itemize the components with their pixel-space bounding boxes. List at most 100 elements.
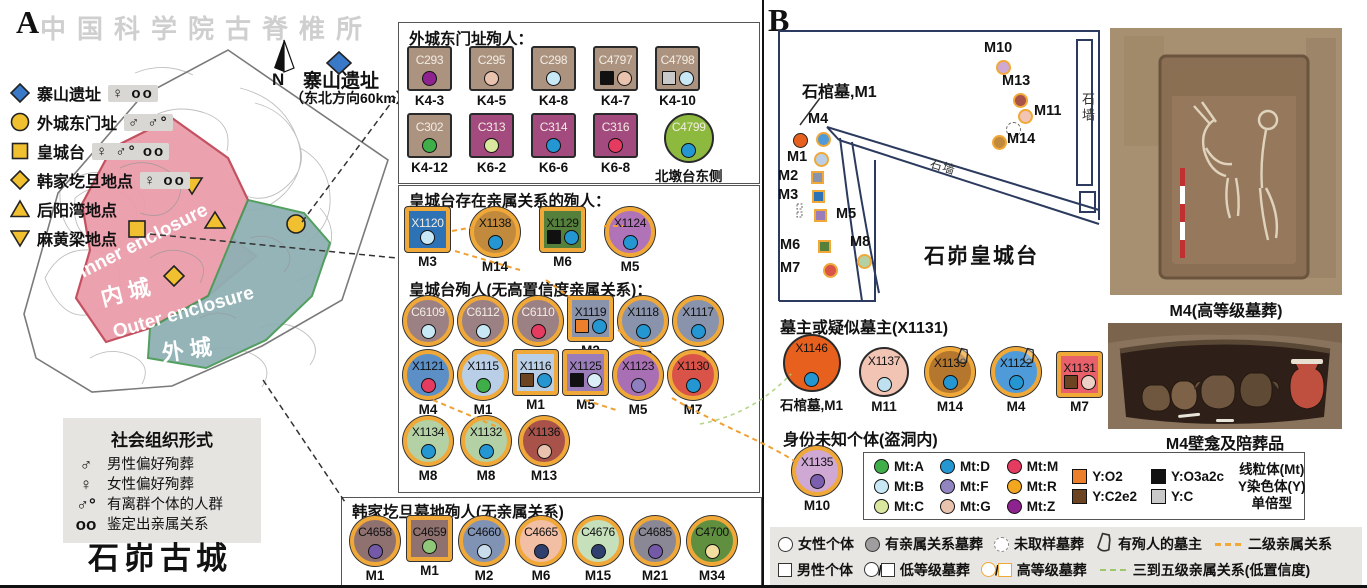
specimen-C6110: C6110	[513, 296, 563, 363]
hap-code: Mt:F	[960, 478, 989, 494]
specimen-id: X1132	[469, 425, 503, 439]
map-legend-label: 皇城台	[37, 145, 86, 162]
bottom-border	[0, 585, 1367, 588]
y-haplotype-mark	[519, 373, 534, 387]
plan-tomb-label-M4: M4	[808, 111, 829, 127]
haplotype-marks	[609, 235, 651, 250]
mt-haplotype-mark	[630, 378, 646, 393]
specimen-body-C4660: C4660	[459, 516, 509, 566]
haplotype-marks	[567, 373, 604, 388]
pot-icon	[1095, 532, 1113, 556]
circle-yellow-icon	[10, 112, 30, 132]
mt-haplotype-mark	[563, 230, 579, 245]
map-legend-item-0: 寨山遗址♀ oo	[10, 82, 190, 104]
zhaishan-site-note: （东北方向60km）	[290, 90, 410, 106]
specimen-body-X1131: X1131	[1057, 352, 1103, 397]
legend-label: 三到五级亲属关系(低置信度)	[1132, 561, 1311, 578]
nokin-title: 皇城台殉人(无高置信度亲属关系)：	[409, 282, 652, 299]
haplotype-marks	[471, 138, 512, 153]
specimen-body-C6109: C6109	[403, 296, 453, 346]
hap-swatch	[1151, 488, 1167, 504]
specimen-id: X1115	[467, 359, 499, 373]
plan-tomb-marker-M14	[992, 135, 1007, 150]
tomb-label: M15	[584, 568, 612, 583]
specimen-id: X1120	[411, 216, 444, 230]
specimen-body-X1124: X1124	[605, 207, 655, 257]
haplotype-marks	[523, 444, 565, 459]
tomb-label: M4	[418, 402, 438, 417]
hap-code: Mt:C	[894, 498, 924, 514]
plan-title: 石峁皇城台	[924, 245, 1039, 268]
tomb-label: M5	[576, 397, 595, 412]
tomb-label: M8	[476, 468, 496, 483]
tomb-label: M11	[871, 399, 897, 414]
zhaishan-site-label: 寨山遗址	[303, 71, 380, 92]
skeleton-sketch	[1193, 101, 1279, 241]
specimen-body-C295: C295	[469, 46, 514, 91]
social-item-1: ♀女性偏好殉葬	[73, 475, 251, 495]
specimen-body-C316: C316	[593, 113, 638, 158]
map-legend-label: 韩家圪旦地点	[37, 174, 134, 191]
mt-haplotype-mark	[536, 444, 552, 459]
diamond-yellow-icon	[10, 170, 30, 190]
hap-swatch	[940, 458, 955, 474]
y-haplotype-mark	[661, 71, 676, 85]
specimen-id: C295	[477, 53, 506, 67]
specimen-body-X1137: X1137	[859, 347, 910, 397]
plan-tomb-label-M8: M8	[850, 234, 871, 250]
tomb-label: K6-2	[476, 160, 507, 175]
specimen-id: X1123	[621, 359, 655, 373]
specimen-body-C314: C314	[531, 113, 576, 158]
hap-swatch	[1006, 458, 1022, 474]
specimen-X1117: X1117M2	[673, 296, 723, 363]
specimen-id: X1131	[1063, 361, 1096, 375]
specimen-body-X1121: X1121	[403, 350, 453, 400]
specimen-body-C4685: C4685	[630, 516, 680, 566]
haplotype-marks	[995, 375, 1037, 390]
specimen-C6112: C6112	[458, 296, 508, 363]
hap-code: Mt:G	[960, 498, 991, 514]
specimen-body-C4797: C4797	[593, 46, 638, 91]
social-symbol: oo	[75, 515, 97, 534]
mt-haplotype-mark	[809, 474, 825, 489]
sex-kin-tags: ♀ ♂° oo	[92, 142, 170, 160]
mt-haplotype-mark	[608, 138, 623, 153]
specimen-body-C4676: C4676	[573, 516, 623, 566]
specimen-id: X1118	[627, 305, 659, 319]
tomb-label: 石棺墓,M1	[780, 398, 844, 413]
hap-swatch	[1072, 488, 1088, 504]
haplotype-marks	[409, 230, 446, 245]
specimen-body-X1122: X1122	[991, 347, 1042, 397]
tomb-label: M13	[530, 468, 558, 483]
haplotype-note: 线粒体(Mt) Y染色体(Y) 单倍型	[1238, 461, 1306, 512]
hap-legend-Y:O3a2c: Y:O3a2c	[1151, 467, 1224, 485]
specimen-body-C313: C313	[469, 113, 514, 158]
specimen-C6109: C6109	[403, 296, 453, 363]
specimen-id: C316	[601, 120, 630, 134]
photo-caption-top: M4(高等级墓葬)	[1169, 303, 1283, 320]
specimen-body-X1138: X1138	[470, 207, 520, 257]
specimen-X1119: X1119M2	[568, 296, 613, 358]
mt-haplotype-mark	[422, 71, 437, 86]
specimen-body-X1129: X1129	[540, 207, 585, 252]
plan-tomb-label-M1: M1	[787, 149, 808, 165]
specimen-body-X1146: X1146	[782, 334, 841, 392]
kin-title: 皇城台存在亲属关系的殉人：	[409, 193, 611, 210]
hap-code: Y:O3a2c	[1171, 468, 1225, 484]
specimen-id: C298	[539, 53, 568, 67]
specimen-id: C4660	[467, 525, 501, 539]
haplotype-marks	[657, 71, 698, 86]
specimen-body-C4659: C4659	[407, 516, 452, 561]
